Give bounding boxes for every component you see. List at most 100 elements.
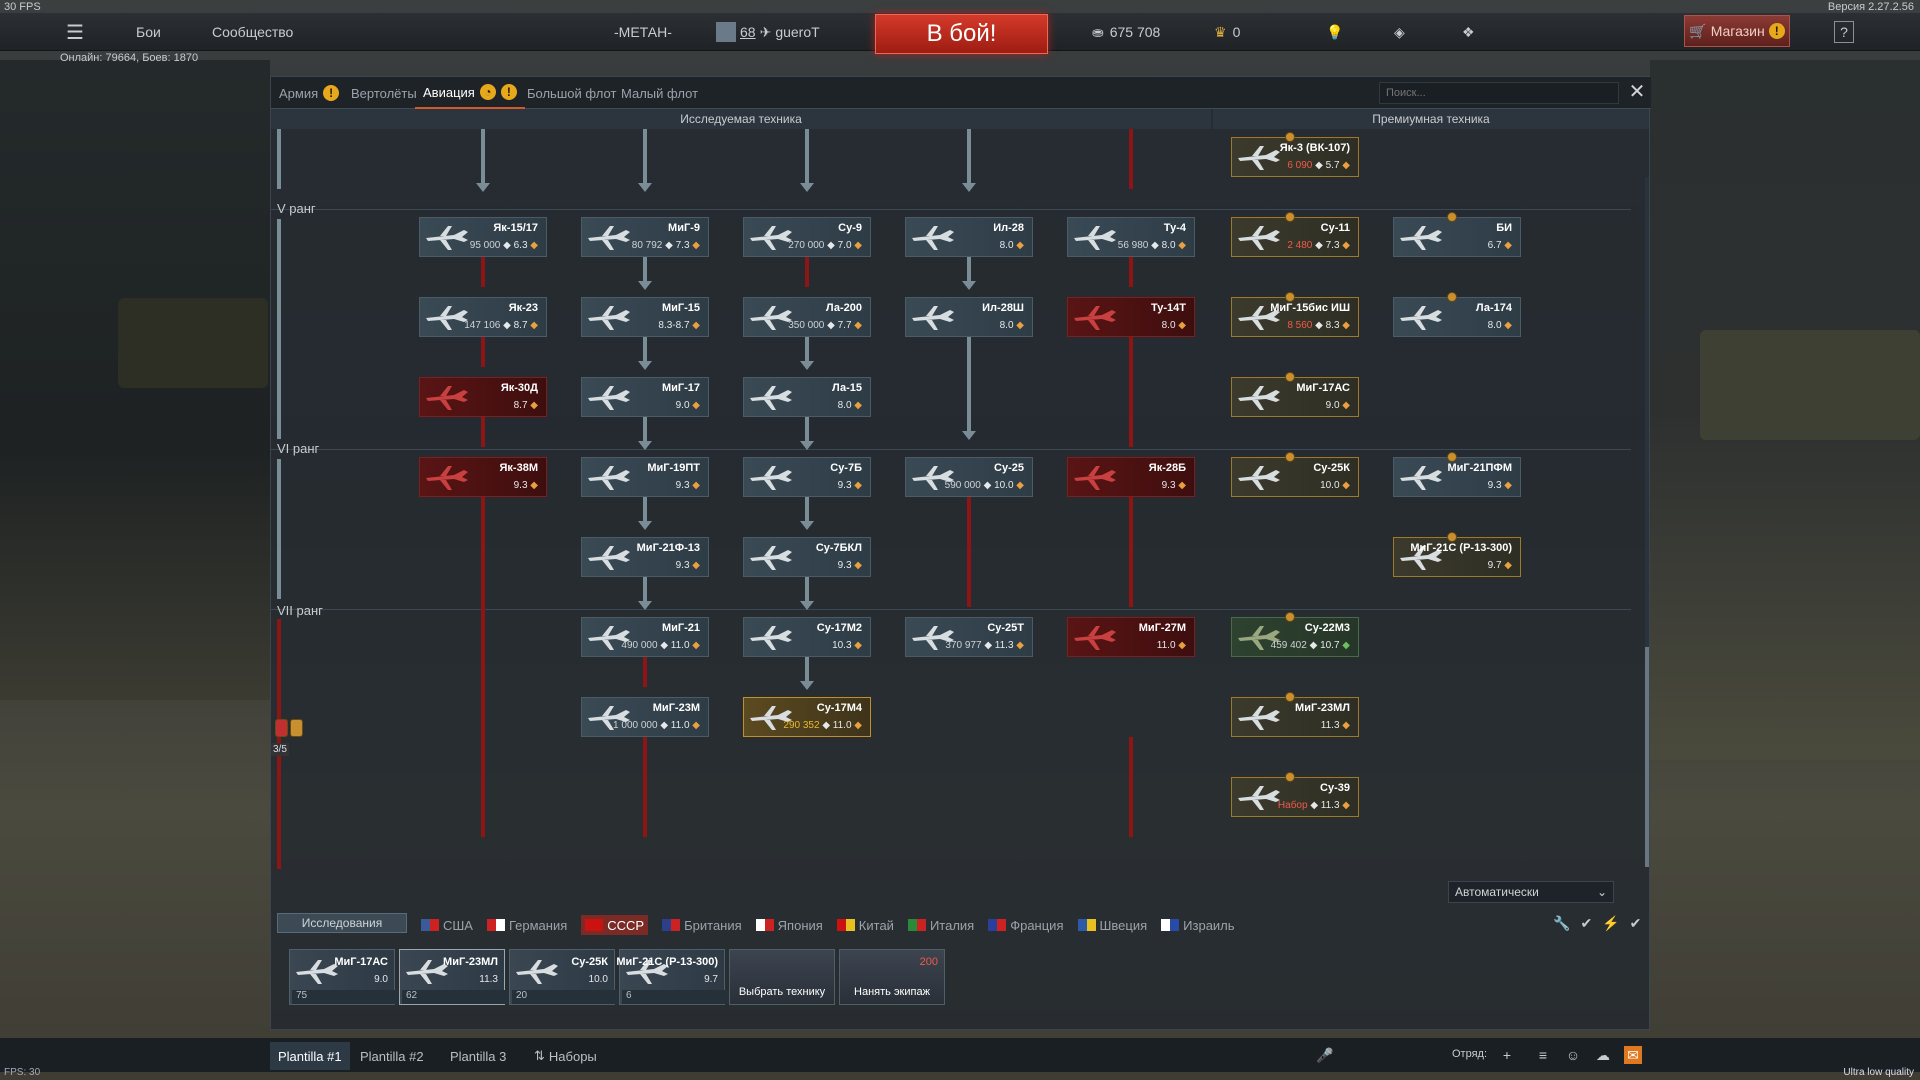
tab-0[interactable]: Армия! bbox=[271, 77, 347, 109]
microphone-icon[interactable]: 🎤 bbox=[1316, 1047, 1334, 1063]
nation-tab-6[interactable]: Италия bbox=[907, 915, 974, 935]
preset-tab-2[interactable]: Plantilla #2 bbox=[360, 1048, 424, 1064]
menu-community[interactable]: Сообщество bbox=[212, 24, 294, 40]
preset-tab-3[interactable]: Plantilla 3 bbox=[450, 1048, 507, 1064]
shop-button[interactable]: 🛒 Магазин ! bbox=[1684, 15, 1790, 47]
nation-tab-4[interactable]: Япония bbox=[755, 915, 823, 935]
battle-rating: 10.0 bbox=[994, 480, 1014, 491]
profile[interactable]: 68 ✈ gueroT bbox=[716, 13, 820, 51]
gold-balance[interactable]: ♛ 0 bbox=[1214, 13, 1240, 51]
scrollbar-thumb[interactable] bbox=[1645, 647, 1649, 867]
check-icon[interactable]: ✔ bbox=[1580, 915, 1593, 931]
bundles-tab[interactable]: ⇅Наборы bbox=[526, 1042, 605, 1070]
chat-icon[interactable]: ☁ bbox=[1596, 1047, 1610, 1063]
research-button[interactable]: Исследования bbox=[277, 913, 407, 933]
contacts-icon[interactable]: ☺ bbox=[1565, 1047, 1581, 1063]
tab-label: Авиация bbox=[423, 84, 475, 100]
tab-2[interactable]: Авиация◔! bbox=[415, 77, 525, 109]
connector-line bbox=[481, 417, 485, 447]
preset-tab-1[interactable]: Plantilla #1 bbox=[270, 1042, 350, 1070]
tab-4[interactable]: Малый флот bbox=[613, 77, 706, 109]
hamburger-menu-icon[interactable]: ☰ bbox=[66, 21, 84, 44]
auto-repair-icon[interactable]: ⚡ bbox=[1602, 915, 1620, 931]
silver-balance[interactable]: ⛂ 675 708 bbox=[1092, 13, 1160, 51]
squad-tag[interactable]: -МЕТАН- bbox=[614, 24, 672, 40]
vehicle-card[interactable]: Як-15/17 95 000 ◆ 6.3 ◆ bbox=[419, 217, 547, 257]
vehicle-stats: 95 000 ◆ 6.3 ◆ bbox=[470, 240, 538, 251]
help-icon[interactable]: ? bbox=[1834, 21, 1854, 43]
list-icon[interactable]: ≡ bbox=[1538, 1047, 1548, 1063]
choose-vehicle-button[interactable]: Выбрать технику bbox=[729, 949, 835, 1005]
coupon-icon[interactable]: ❖ bbox=[1462, 23, 1475, 40]
check-all-icon[interactable]: ✔ bbox=[1629, 915, 1642, 931]
to-battle-button[interactable]: В бой! bbox=[875, 14, 1048, 54]
close-icon[interactable]: ✕ bbox=[1628, 81, 1646, 103]
nation-tab-9[interactable]: Израиль bbox=[1161, 915, 1235, 935]
tab-1[interactable]: Вертолёты bbox=[343, 77, 425, 109]
scrollbar[interactable] bbox=[1645, 177, 1649, 867]
mode-select[interactable]: Автоматически⌄ bbox=[1448, 881, 1614, 903]
flag-icon bbox=[1161, 919, 1180, 931]
nation-tab-3[interactable]: Британия bbox=[662, 915, 742, 935]
mail-icon[interactable]: ✉ bbox=[1624, 1046, 1642, 1064]
nation-tab-0[interactable]: США bbox=[421, 915, 473, 935]
lightbulb-icon[interactable]: 💡 bbox=[1326, 23, 1344, 40]
warning-icon: ! bbox=[1768, 23, 1785, 39]
add-squad-icon[interactable]: + bbox=[1502, 1047, 1512, 1063]
nation-tab-1[interactable]: Германия bbox=[486, 915, 567, 935]
vehicle-card[interactable]: Як-3 (ВК-107)6 090 ◆ 5.7 ◆ bbox=[1231, 137, 1359, 177]
tab-3[interactable]: Большой флот bbox=[519, 77, 624, 109]
nation-tab-2[interactable]: СССР bbox=[581, 915, 649, 935]
menu-battles[interactable]: Бои bbox=[136, 24, 161, 40]
vehicle-name: Як-15/17 bbox=[493, 222, 538, 234]
nation-tab-5[interactable]: Китай bbox=[836, 915, 894, 935]
nation-tab-7[interactable]: Франция bbox=[988, 915, 1064, 935]
vehicle-card[interactable]: МиГ-21С (Р-13-300)9.7 ◆ bbox=[1393, 537, 1521, 577]
crate-icon[interactable]: ◈ bbox=[1394, 23, 1405, 40]
nation-tab-8[interactable]: Швеция bbox=[1077, 915, 1147, 935]
wrench-icon[interactable]: 🔧 bbox=[1553, 915, 1571, 931]
search-input[interactable] bbox=[1379, 82, 1619, 104]
